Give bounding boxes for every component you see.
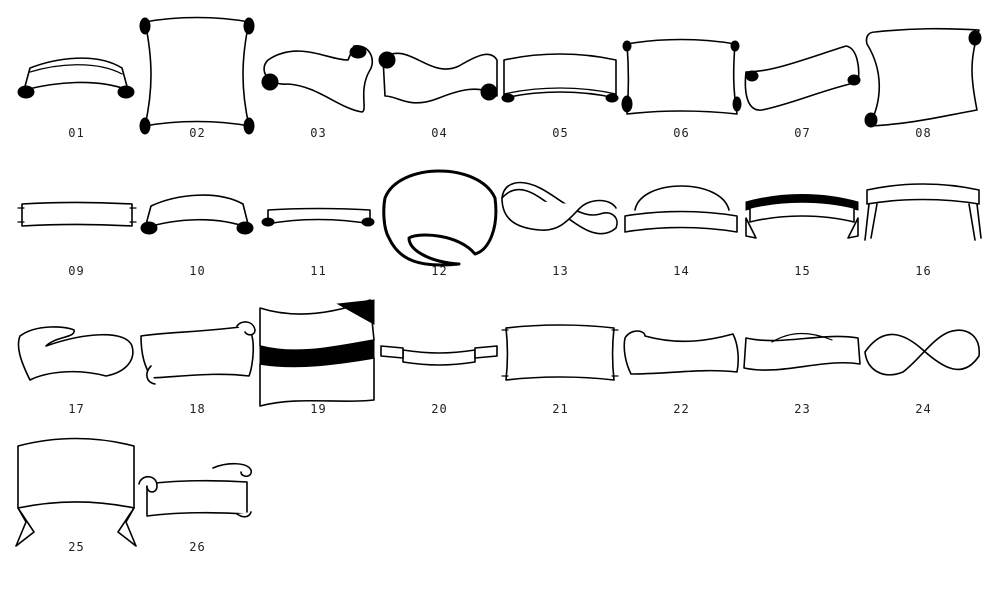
glyph-label: 09 — [68, 264, 85, 278]
banner-glyph-23: 23 — [742, 276, 863, 416]
banner-art-05 — [501, 53, 619, 103]
glyph-label: 02 — [189, 126, 206, 140]
banner-art-09 — [17, 201, 137, 227]
banner-glyph-16: 16 — [863, 138, 984, 278]
banner-art-11 — [261, 207, 375, 227]
glyph-label: 20 — [431, 402, 448, 416]
glyph-label: 06 — [673, 126, 690, 140]
banner-art-10 — [140, 194, 254, 235]
glyph-label: 22 — [673, 402, 690, 416]
glyph-label: 08 — [915, 126, 932, 140]
glyph-label: 18 — [189, 402, 206, 416]
banner-glyph-09: 09 — [16, 138, 137, 278]
banner-glyph-18: 18 — [137, 276, 258, 416]
glyph-label: 21 — [552, 402, 569, 416]
banner-glyph-10: 10 — [137, 138, 258, 278]
glyph-label: 14 — [673, 264, 690, 278]
glyph-label: 16 — [915, 264, 932, 278]
banner-art-26 — [138, 462, 252, 518]
banner-art-25 — [15, 437, 137, 547]
glyph-label: 26 — [189, 540, 206, 554]
banner-glyph-19: 19 — [258, 276, 379, 416]
banner-glyph-05: 05 — [500, 0, 621, 140]
banner-glyph-04: 04 — [378, 0, 500, 140]
banner-art-13 — [501, 181, 618, 235]
banner-art-04 — [378, 51, 498, 104]
glyph-label: 15 — [794, 264, 811, 278]
banner-glyph-22: 22 — [621, 276, 742, 416]
glyph-label: 05 — [552, 126, 569, 140]
banner-glyph-13: 13 — [500, 138, 621, 278]
banner-art-23 — [743, 332, 861, 371]
banner-art-24 — [864, 329, 980, 376]
glyph-label: 24 — [915, 402, 932, 416]
banner-art-06 — [621, 38, 742, 115]
banner-glyph-24: 24 — [863, 276, 984, 416]
banner-glyph-15: 15 — [742, 138, 863, 278]
banner-art-19 — [259, 299, 375, 407]
banner-glyph-11: 11 — [258, 138, 379, 278]
banner-glyph-21: 21 — [500, 276, 621, 416]
banner-art-08 — [864, 27, 982, 128]
glyph-label: 17 — [68, 402, 85, 416]
banner-art-01 — [17, 57, 135, 99]
glyph-label: 04 — [431, 126, 448, 140]
glyph-label: 19 — [310, 402, 327, 416]
banner-glyph-12: 12 — [379, 138, 500, 278]
glyph-label: 25 — [68, 540, 85, 554]
glyph-label: 03 — [310, 126, 327, 140]
glyph-label: 01 — [68, 126, 85, 140]
banner-art-20 — [380, 345, 498, 366]
banner-art-16 — [864, 183, 982, 241]
glyph-label: 13 — [552, 264, 569, 278]
banner-glyph-17: 17 — [16, 276, 137, 416]
banner-art-21 — [501, 324, 619, 381]
banner-glyph-08: 08 — [863, 0, 984, 140]
banner-art-18 — [140, 321, 256, 385]
banner-art-03 — [261, 45, 374, 113]
glyph-label: 10 — [189, 264, 206, 278]
banner-art-02 — [139, 16, 255, 135]
banner-glyph-01: 01 — [16, 0, 137, 140]
glyph-label: 12 — [431, 264, 448, 278]
banner-glyph-03: 03 — [258, 0, 379, 140]
glyph-label: 23 — [794, 402, 811, 416]
banner-glyph-25: 25 — [15, 414, 137, 554]
banner-art-12 — [382, 169, 498, 267]
banner-art-07 — [744, 45, 861, 111]
banner-glyph-02: 02 — [137, 0, 258, 140]
banner-glyph-20: 20 — [379, 276, 500, 416]
glyph-label: 11 — [310, 264, 327, 278]
banner-glyph-14: 14 — [621, 138, 742, 278]
banner-glyph-06: 06 — [621, 0, 742, 140]
glyph-label: 07 — [794, 126, 811, 140]
banner-glyph-26: 26 — [137, 414, 258, 554]
banner-art-17 — [17, 326, 134, 381]
banner-glyph-07: 07 — [742, 0, 863, 140]
banner-art-15 — [745, 194, 859, 239]
banner-art-22 — [623, 330, 739, 375]
banner-art-14 — [624, 185, 738, 233]
